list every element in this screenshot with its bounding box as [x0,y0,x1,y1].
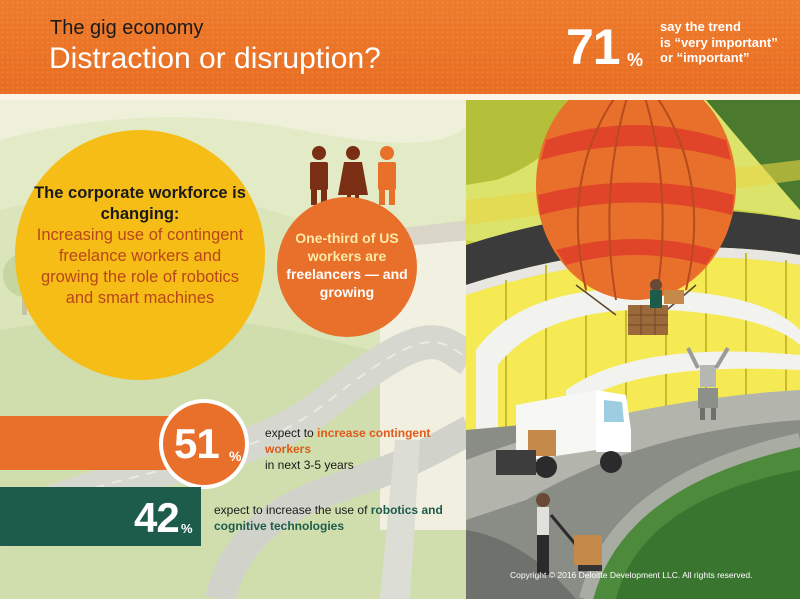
stat-51-bar [0,416,183,470]
freelancers-line-2: freelancers — and growing [286,266,408,300]
header-divider [0,94,800,100]
warehouse-illustration [466,100,800,599]
stat-71-number: 71 [566,19,621,75]
workforce-heading: The corporate workforce is changing: [34,184,246,223]
freelancers-circle [277,197,417,337]
stat-51-circle [159,399,249,489]
stat-51-number: 51 [174,420,220,467]
warehouse-scene [466,100,800,599]
header-banner [0,0,800,94]
stat-51-text: expect to increase contingent workers in … [265,425,465,473]
workforce-text: The corporate workforce is changing: Inc… [30,183,250,309]
people-icon [310,146,396,205]
workforce-circle [15,130,265,380]
stat-51-text-after: in next 3-5 years [265,458,354,472]
stat-42-number: 42 [134,494,180,541]
freelancers-text: One-third of US workers are freelancers … [282,229,412,301]
stat-51-highlight: increase contingent workers [265,426,431,456]
stat-42-text: expect to increase the use of robotics a… [214,502,474,534]
page-title: Distraction or disruption? [49,42,381,75]
kicker-title: The gig economy [50,17,204,39]
freelancers-line-1: One-third of US workers are [295,230,399,264]
stat-42-text-before: expect to increase the use of [214,503,371,517]
stat-51-text-before: expect to [265,426,318,440]
stat-71-percent: % [627,50,644,70]
header-texture [0,0,800,94]
workforce-body: Increasing use of contingent freelance w… [36,226,244,307]
stat-42-percent: % [181,521,193,536]
stat-51-percent: % [229,448,242,464]
copyright-notice: Copyright © 2016 Deloitte Development LL… [510,570,753,580]
stat-42-bar [0,487,201,546]
stat-71-note: say the trend is “very important” or “im… [660,19,778,65]
stat-42-highlight: robotics and cognitive technologies [214,503,443,533]
